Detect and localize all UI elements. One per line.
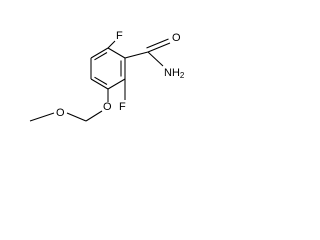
nh2-subscript: 2 [180, 71, 185, 80]
bond-carbonyl-cn [147, 51, 164, 67]
atom-label-amide-nh2: NH2 [164, 67, 185, 80]
bond-o-ether-ch2 [85, 110, 103, 122]
structure-canvas: F F O NH2 O O [0, 0, 220, 145]
ring-bond-c1-c2 [107, 47, 126, 59]
ring-bond-c3-c4 [107, 78, 126, 90]
bond-c2-carbonyl-carbon [124, 51, 149, 59]
molecule-drawing: F F O NH2 O O [29, 30, 185, 122]
ring-bond-c4-c5 [90, 78, 109, 90]
bond-carbonyl-co-double [146, 38, 169, 49]
bond-ch2-o-methoxy [66, 112, 87, 122]
bond-o-methoxy-ch3 [29, 112, 55, 122]
ring-double-c1-c6 [94, 52, 108, 61]
atom-label-fluorine-top: F [116, 30, 123, 42]
ring-double-c4-c5 [94, 76, 108, 85]
atom-label-fluorine-bottom: F [119, 101, 126, 113]
benzene-ring [90, 47, 126, 90]
ring-bond-c6-c1 [90, 47, 109, 59]
bond-carbonyl-co [147, 42, 171, 53]
atom-label-carbonyl-oxygen: O [172, 32, 181, 44]
atom-label-ether-oxygen: O [103, 101, 112, 113]
atom-label-methoxy-oxygen: O [56, 107, 65, 119]
bond-c1-f-top [107, 40, 116, 49]
